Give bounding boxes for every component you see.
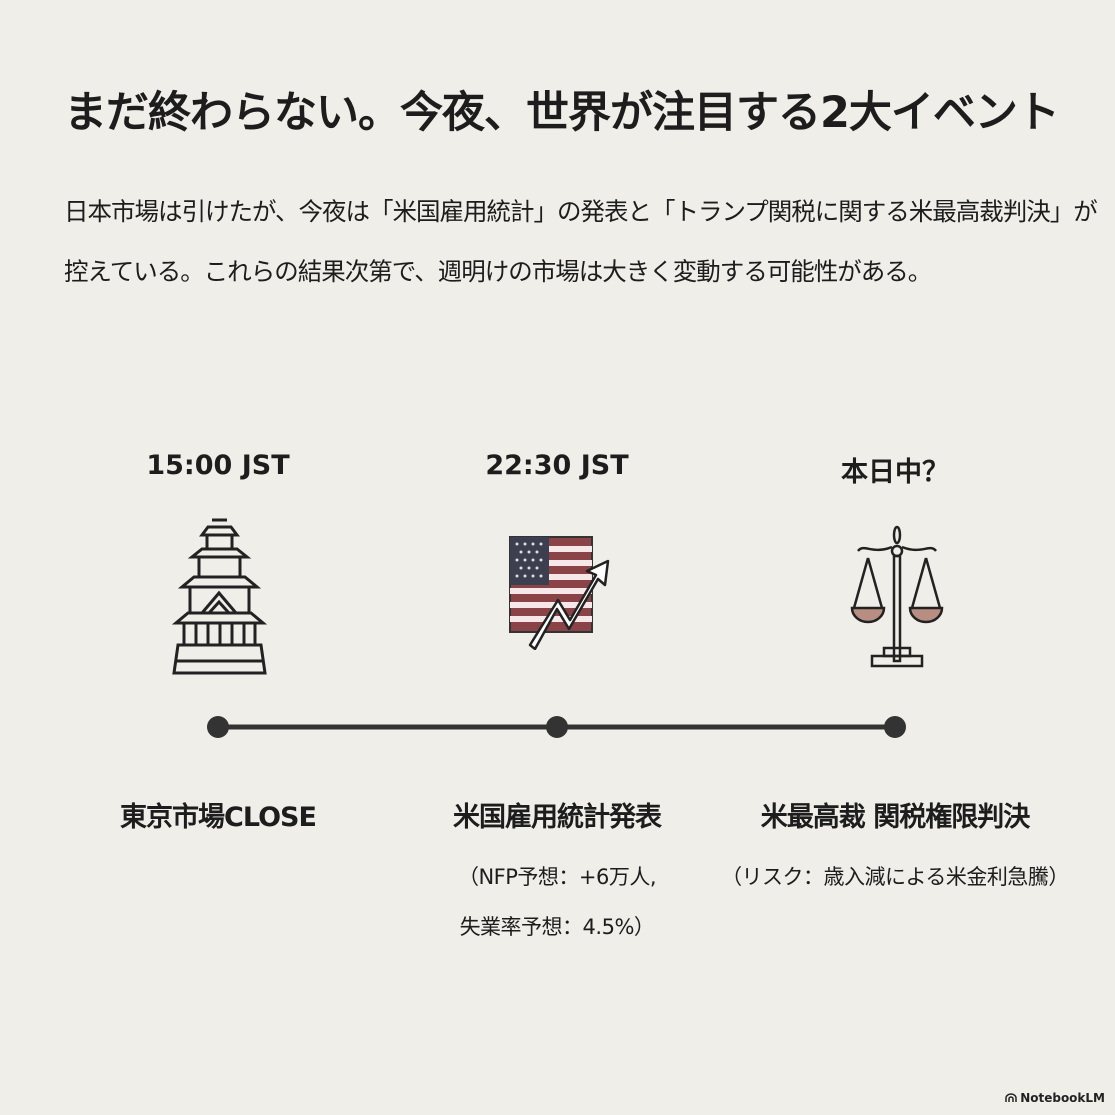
event-detail-line: 失業率予想：4.5%）: [459, 915, 655, 939]
event-detail-line: （NFP予想：+6万人,: [457, 865, 657, 889]
japanese-castle-icon: [172, 518, 267, 675]
lead-text: 日本市場は引けたが、今夜は「米国雇用統計」の発表と「トランプ関税に関する米最高裁…: [64, 182, 1098, 302]
event-detail: （NFP予想：+6万人, 失業率予想：4.5%）: [387, 852, 727, 952]
brand-name: NotebookLM: [1020, 1091, 1105, 1105]
notebooklm-logo-icon: [1005, 1093, 1017, 1102]
lead-line: 日本市場は引けたが、今夜は「米国雇用統計」の発表と「トランプ関税に関する米最高裁…: [64, 197, 1098, 226]
event-time: 15:00 JST: [146, 450, 290, 481]
page-title: まだ終わらない。今夜、世界が注目する2大イベント: [64, 88, 1060, 138]
event-detail-line: （リスク：歳入減による米金利急騰）: [721, 865, 1069, 889]
event-label: 東京市場CLOSE: [120, 802, 317, 833]
brand-watermark: NotebookLM: [1005, 1091, 1105, 1105]
event-time: 本日中？: [841, 457, 949, 488]
lead-line: 控えている。これらの結果次第で、週明けの市場は大きく変動する可能性がある。: [64, 257, 932, 286]
us-flag-rising-arrow-icon: [509, 536, 610, 650]
timeline-dot: [546, 716, 568, 738]
timeline-dot: [884, 716, 906, 738]
event-label: 米国雇用統計発表: [453, 802, 662, 833]
event-detail: （リスク：歳入減による米金利急騰）: [695, 852, 1095, 902]
event-time: 22:30 JST: [485, 450, 629, 481]
timeline: [207, 716, 906, 738]
timeline-dot: [207, 716, 229, 738]
event-label: 米最高裁 関税権限判決: [760, 802, 1030, 833]
scales-of-justice-icon: [850, 525, 944, 668]
